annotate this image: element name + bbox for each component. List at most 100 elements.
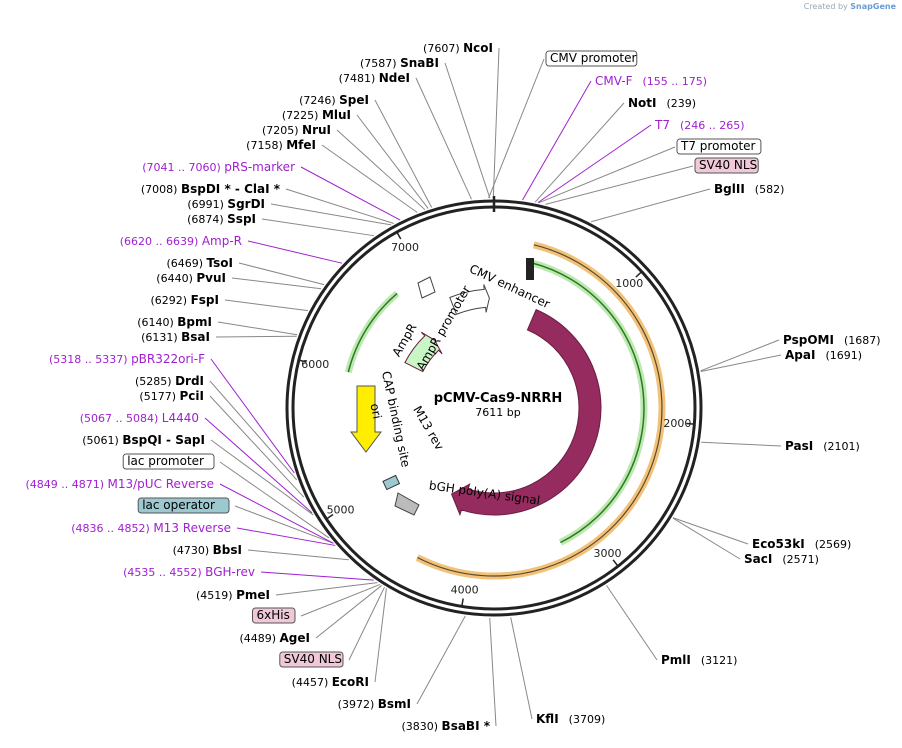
site-pos: (6131) (141, 331, 181, 344)
site-name: Eco53kI (752, 537, 805, 551)
tick-label-6000: 6000 (301, 358, 329, 371)
site-pos: (6292) (151, 294, 191, 307)
site-name: NruI (302, 123, 331, 137)
site-box (694, 157, 759, 174)
site-text: (5285) DrdI (135, 374, 204, 388)
site-bgh-rev: (4535 .. 4552) BGH-rev (123, 565, 255, 579)
site-pos: (4836 .. 4852) (71, 522, 153, 535)
credit-prefix: Created by (803, 2, 848, 11)
leader-44 (300, 166, 401, 221)
green-band-core (530, 261, 645, 544)
site-name: T7 promoter (680, 139, 756, 153)
plasmid-length: 7611 bp (475, 406, 520, 419)
tick-label-4000: 4000 (451, 584, 479, 597)
site-drdi: (5285) DrdI (135, 374, 204, 388)
site-pspomi: PspOMI (1687) (783, 333, 881, 347)
leader-41 (261, 218, 375, 237)
site-text: SacI (2571) (744, 552, 819, 566)
tick-1000 (635, 271, 643, 278)
site-pos: (2571) (782, 553, 819, 566)
site-name: Amp-R (202, 234, 242, 248)
site-name: SacI (744, 552, 772, 566)
site-text: (6874) SspI (187, 212, 256, 226)
site-pos: (4730) (173, 544, 213, 557)
leader-35 (215, 335, 297, 338)
site-name: PspOMI (783, 333, 834, 347)
site-agei: (4489) AgeI (239, 631, 310, 645)
site-name: PasI (785, 439, 813, 453)
site-text: CMV-F(155 .. 175) (595, 74, 707, 88)
orange-band-core (417, 244, 663, 577)
site-pos: (3121) (701, 654, 738, 667)
site-pos: (155 .. 175) (642, 75, 707, 88)
inner-label-3: CAP binding site (379, 370, 413, 469)
leader-0 (492, 47, 500, 199)
tick-3000 (612, 559, 619, 567)
site-bglii: BglII (582) (714, 182, 784, 196)
site-pos: (3972) (338, 698, 378, 711)
site-pos: (582) (755, 183, 785, 196)
site-sv40-nls: SV40 NLS (279, 651, 344, 668)
site-pos: (6440) (156, 272, 196, 285)
site-cmv-promoter: CMV promoter (545, 50, 638, 67)
leader-24 (260, 571, 374, 581)
site-box (137, 497, 230, 514)
feature-bgh-polya (394, 492, 420, 516)
site-bspdi-clai-: (7008) BspDI * - ClaI * (141, 182, 281, 196)
feature-ori (350, 385, 382, 453)
site-text: (3830) BsaBI * (401, 719, 490, 733)
site-fspi: (6292) FspI (151, 293, 219, 307)
amp-band-core (347, 292, 398, 373)
leader-14 (672, 517, 741, 560)
site-pos: (7246) (299, 94, 339, 107)
site-text: (4849 .. 4871) M13/pUC Reverse (25, 477, 214, 491)
feature-t7-promoter (526, 258, 534, 280)
leader-42 (270, 203, 392, 226)
site-name: DrdI (175, 374, 204, 388)
site-name: BglII (714, 182, 745, 196)
tick-label-1000: 1000 (615, 277, 643, 290)
site-pos: (7008) (141, 183, 181, 196)
site-pos: (7158) (246, 139, 286, 152)
site-apai: ApaI(1691) (785, 348, 862, 362)
site-text: PasI(2101) (785, 439, 860, 453)
leader-46 (336, 129, 426, 211)
site-name: NcoI (463, 41, 493, 55)
site-snabi: (7587) SnaBI (360, 56, 439, 70)
site-pos: (5285) (135, 375, 175, 388)
site-text: (5318 .. 5337) pBR322ori-F (49, 352, 205, 366)
site-sspi: (6874) SspI (187, 212, 256, 226)
tick-label-3000: 3000 (594, 547, 622, 560)
tick-5000 (325, 513, 334, 520)
leader-26 (236, 527, 336, 546)
site-name: EcoRI (332, 675, 369, 689)
site-m13-reverse: (4836 .. 4852) M13 Reverse (71, 521, 231, 535)
site-name: L4440 (162, 411, 199, 425)
site-pos: (7225) (282, 109, 322, 122)
site-pos: (7587) (360, 57, 400, 70)
site-text: (4836 .. 4852) M13 Reverse (71, 521, 231, 535)
leader-12 (701, 441, 782, 447)
site-bpmi: (6140) BpmI (137, 315, 212, 329)
site-name: BspDI * - ClaI * (181, 182, 281, 196)
site-name: SnaBI (400, 56, 439, 70)
site-text: NotI(239) (628, 96, 696, 110)
site-pos: (1687) (844, 334, 881, 347)
site-mlui: (7225) MluI (282, 108, 351, 122)
feature-bands (344, 241, 666, 580)
site-name: PvuI (196, 271, 226, 285)
leader-7 (538, 146, 676, 204)
leader-1 (444, 62, 491, 199)
site-ndei: (7481) NdeI (339, 71, 410, 85)
tick-4000 (461, 598, 464, 607)
site-name: NdeI (379, 71, 410, 85)
site-pos: (4489) (239, 632, 279, 645)
plasmid-name: pCMV-Cas9-NRRH (434, 391, 563, 406)
site-bsai: (6131) BsaI (141, 330, 210, 344)
site-pos: (5318 .. 5337) (49, 353, 131, 366)
feature-ampr-promoter (417, 276, 436, 299)
feature-lac-operator (382, 474, 401, 491)
site-pos: (7041 .. 7060) (142, 161, 224, 174)
site-pos: (4519) (196, 589, 236, 602)
